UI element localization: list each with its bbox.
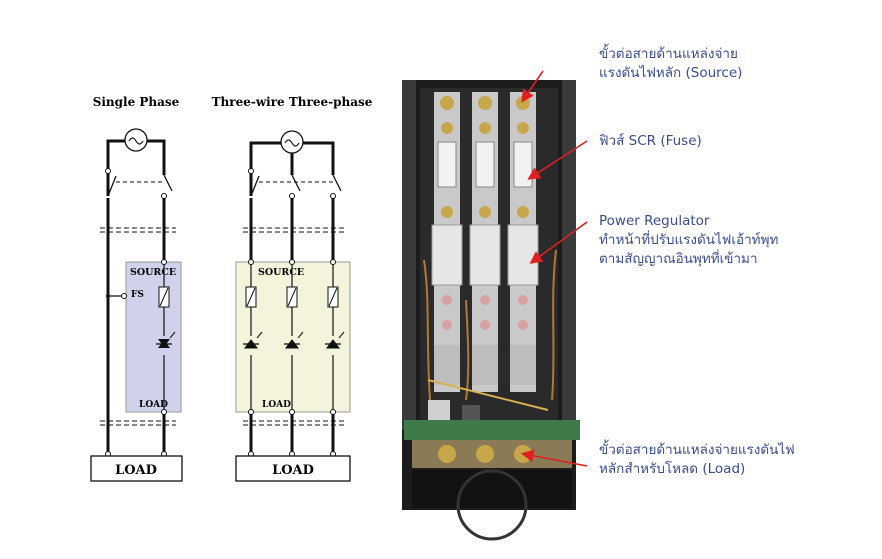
annotation-arrows — [520, 70, 588, 467]
three-phase-diagram: Three-wire Three-phase SOURCE LOAD — [212, 95, 373, 482]
load-arrow — [520, 449, 588, 467]
single-phase-regulator-panel — [125, 261, 182, 413]
single-phase-title: Single Phase — [93, 95, 180, 109]
fuse-annotation: ฟิวส์ SCR (Fuse) — [599, 132, 702, 151]
single-load-box-label: LOAD — [115, 463, 157, 478]
cooling-fan — [412, 470, 572, 508]
single-scr-symbol — [156, 331, 176, 348]
three-load-box — [235, 455, 351, 482]
source-annotation-line2: แรงดันไฟหลัก (Source) — [599, 65, 743, 81]
three-load-box-label: LOAD — [272, 463, 314, 478]
three-source-label: SOURCE — [258, 267, 304, 278]
single-source-label: SOURCE — [130, 267, 176, 278]
regulator-annotation: Power Regulator ทำหน้าที่ปรับแรงดันไฟเอ้… — [599, 212, 778, 269]
scr-module-legs — [431, 92, 539, 392]
single-phase-diagram: Single Phase SOURCE FS LOAD — [90, 95, 183, 482]
load-annotation: ขั้วต่อสายด้านแหล่งจ่ายแรงดันไฟ หลักสำหร… — [599, 441, 795, 479]
source-arrow — [521, 70, 544, 103]
three-load-tag: LOAD — [262, 400, 291, 410]
three-phase-title: Three-wire Three-phase — [212, 95, 373, 109]
single-load-tag: LOAD — [139, 400, 168, 410]
source-annotation-line1: ขั้วต่อสายด้านแหล่งจ่าย — [599, 46, 738, 62]
load-annotation-line2: หลักสำหรับโหลด (Load) — [599, 461, 746, 477]
single-load-box — [90, 455, 183, 482]
regulator-annotation-line2: ทำหน้าที่ปรับแรงดันไฟเอ้าท์พุท — [599, 232, 779, 248]
load-annotation-line1: ขั้วต่อสายด้านแหล่งจ่ายแรงดันไฟ — [599, 442, 795, 458]
scr-device-photo — [402, 80, 580, 541]
single-fuse-label: FS — [131, 290, 144, 300]
fuse-arrow — [527, 140, 588, 180]
regulator-arrow — [529, 221, 588, 264]
fuse-annotation-line1: ฟิวส์ SCR (Fuse) — [599, 133, 702, 149]
regulator-annotation-line3: ตามสัญญาณอินพุทที่เข้ามา — [599, 251, 758, 267]
regulator-annotation-line1: Power Regulator — [599, 213, 710, 229]
three-phase-legs — [243, 259, 345, 415]
control-board — [404, 420, 580, 440]
source-annotation: ขั้วต่อสายด้านแหล่งจ่าย แรงดันไฟหลัก (So… — [599, 45, 742, 83]
